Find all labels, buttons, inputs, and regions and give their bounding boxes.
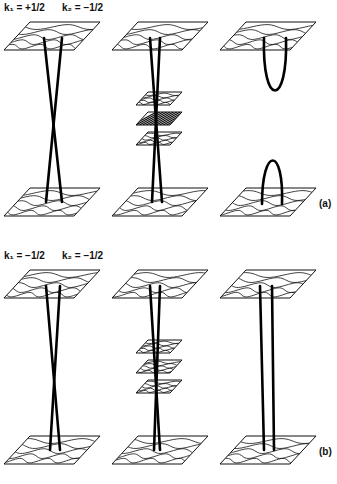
- parameter-label: k₂ = −1/2: [62, 2, 103, 13]
- flux-tube: [272, 286, 274, 450]
- flux-tube: [50, 286, 60, 450]
- flux-tube: [46, 286, 60, 450]
- flux-tube: [44, 38, 62, 202]
- contour-plane: [220, 270, 316, 298]
- panel-letter: (a): [319, 198, 331, 209]
- parameter-label: k₁ = +1/2: [4, 2, 45, 13]
- contour-plane: [4, 22, 100, 50]
- contour-plane: [220, 436, 316, 464]
- contour-plane: [220, 188, 316, 216]
- contour-plane: [220, 22, 316, 50]
- flux-tube: [150, 286, 160, 450]
- contour-plane: [133, 112, 201, 125]
- contour-plane: [136, 132, 182, 145]
- parameter-label: k₁ = −1/2: [4, 250, 45, 261]
- flux-tube: [264, 38, 286, 91]
- flux-tube: [260, 286, 264, 450]
- contour-plane: [136, 380, 182, 393]
- contour-plane: [136, 360, 182, 373]
- panel-letter: (b): [319, 446, 332, 457]
- flux-tube: [154, 286, 160, 450]
- flux-tube: [262, 161, 282, 205]
- contour-plane: [4, 188, 100, 216]
- contour-plane: [136, 92, 182, 105]
- parameter-label: k₂ = −1/2: [62, 250, 103, 261]
- flux-tube: [150, 38, 162, 202]
- contour-plane: [4, 436, 100, 464]
- flux-tube: [152, 38, 160, 202]
- flux-tube: [46, 38, 62, 202]
- contour-plane: [4, 270, 100, 298]
